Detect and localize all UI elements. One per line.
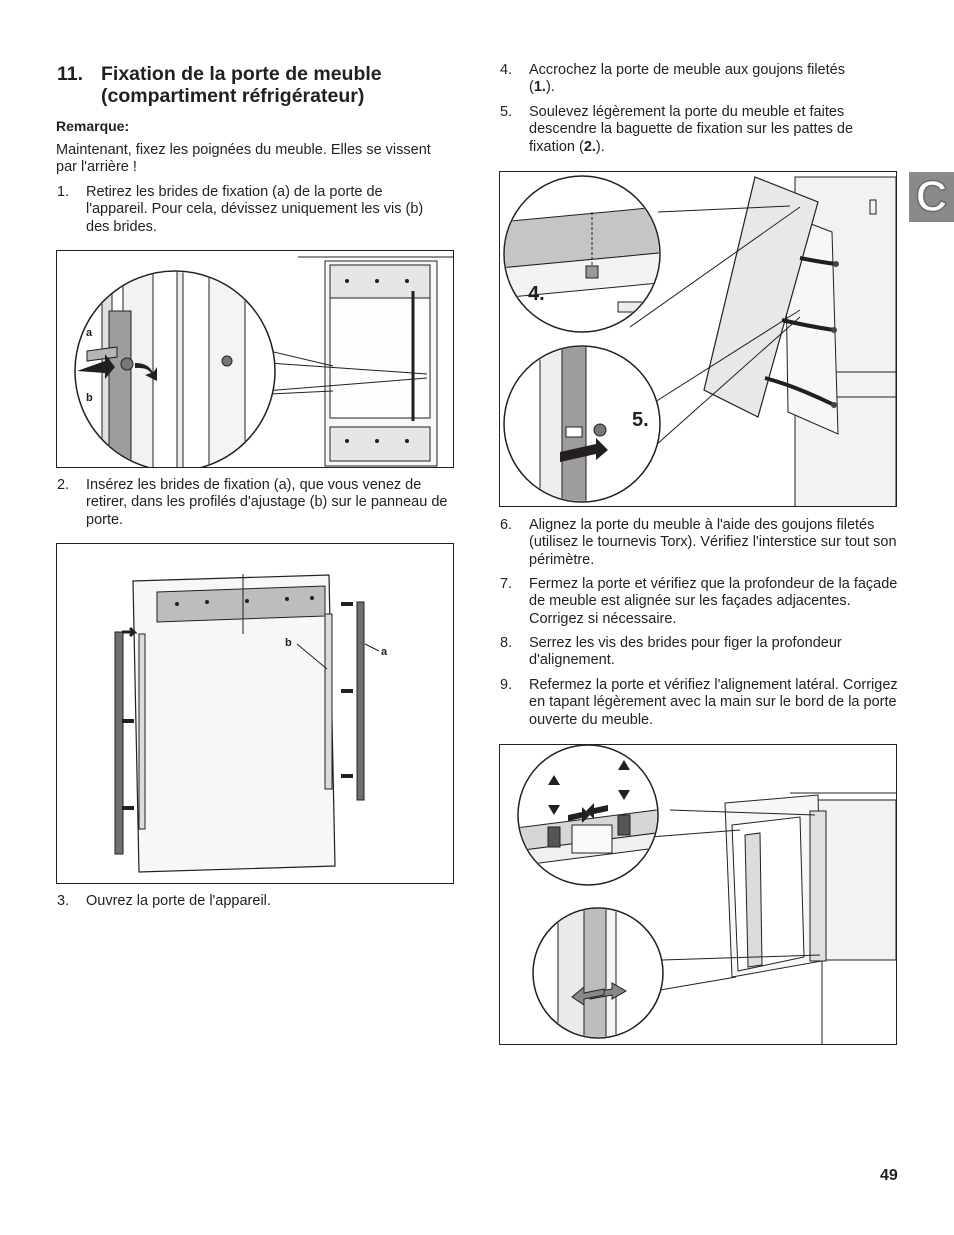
door-alignment-illustration [517,745,896,1044]
step-text: Alignez la porte du meuble à l'aide des … [529,517,897,568]
step-number: 4. [500,62,513,78]
step-ref: 2. [583,138,596,155]
step-6: 6. Alignez la porte du meuble à l'aide d… [500,517,900,572]
step-number: 1. [57,184,70,200]
step-text: Insérez les brides de fixation (a), que … [86,477,448,528]
label-b: b [285,637,292,649]
step-3: 3. Ouvrez la porte de l'appareil. [57,893,457,913]
bracket-insertion-illustration: b a [114,574,388,873]
step-ref: 1. [533,79,546,96]
step-text: Accrochez la porte de meuble aux goujons… [529,62,845,96]
figure-door-alignment [499,744,897,1045]
step-number: 6. [500,517,513,533]
label-b: b [86,392,93,404]
door-hanging-illustration: 4. 5. [503,175,896,506]
step-text: Serrez les vis des brides pour figer la … [529,635,842,669]
step-number: 7. [500,576,513,592]
remark-label: Remarque: [56,118,130,134]
step-7: 7. Fermez la porte et vérifiez que la pr… [500,576,900,631]
step-number: 5. [500,104,513,120]
figure-bracket-insertion: b a [56,543,454,884]
remark-text: Maintenant, fixez les poignées du meuble… [56,142,431,176]
step-text: Fermez la porte et vérifiez que la profo… [529,576,898,627]
label-step-5: 5. [632,409,649,431]
label-step-4: 4. [528,283,545,305]
step-number: 8. [500,635,513,651]
step-8: 8. Serrez les vis des brides pour figer … [500,635,900,675]
figure-bracket-removal: a b [56,250,454,468]
language-tab-letter: C [915,171,948,222]
step-text: Refermez la porte et vérifiez l'aligneme… [529,677,898,728]
step-text-end: ). [595,138,605,155]
step-number: 2. [57,477,70,493]
step-number: 9. [500,677,513,693]
page-number: 49 [880,1167,898,1184]
step-5: 5. Soulevez légèrement la porte du meubl… [500,104,900,159]
step-text: Soulevez légèrement la porte du meuble e… [529,104,854,155]
section-title: Fixation de la porte de meuble (comparti… [101,63,382,107]
section-number: 11. [57,63,84,85]
step-number: 3. [57,893,70,909]
language-tab: C [909,171,954,222]
label-a: a [381,646,388,658]
bracket-removal-illustration: a b [74,256,453,467]
figure-door-hanging: 4. 5. [499,171,897,507]
label-a: a [86,327,93,339]
step-2: 2. Insérez les brides de fixation (a), q… [57,477,457,537]
step-4: 4. Accrochez la porte de meuble aux gouj… [500,62,900,102]
step-9: 9. Refermez la porte et vérifiez l'align… [500,677,900,732]
step-1: 1. Retirez les brides de fixation (a) de… [57,184,437,244]
step-text: Retirez les brides de fixation (a) de la… [86,184,424,235]
step-text-end: ). [545,79,555,96]
step-text: Ouvrez la porte de l'appareil. [86,893,271,909]
